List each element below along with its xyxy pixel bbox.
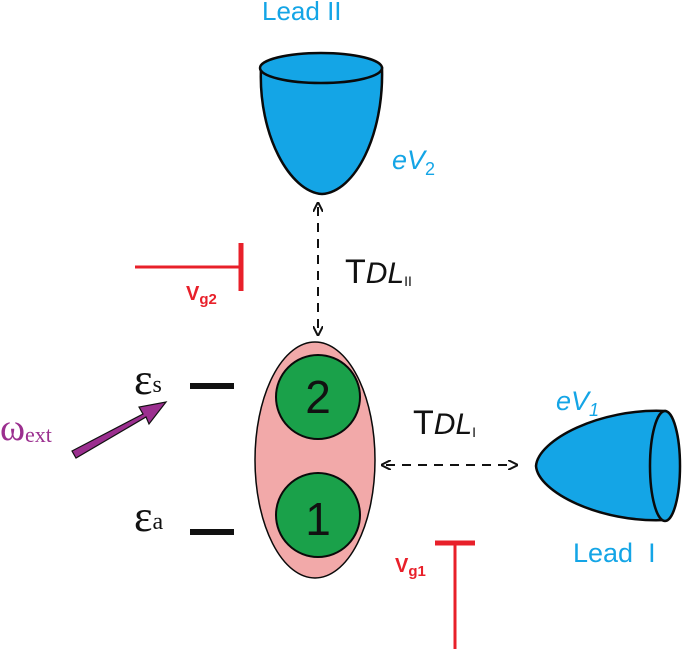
gate-top-label: Vg2: [186, 283, 217, 308]
dot-lower: [275, 472, 361, 558]
level-antisymmetric-label: εa: [134, 492, 163, 541]
lead-top-voltage: eV2: [392, 145, 435, 179]
lead-top-opening: [258, 51, 384, 85]
drive-arrow-icon: [71, 401, 168, 459]
gate-electrode-icon: [135, 243, 244, 291]
gate-bottom-label: Vg1: [395, 555, 426, 580]
gate-electrode-icon: [435, 540, 475, 649]
lead-top: [258, 51, 384, 196]
lead-cone-icon: [534, 409, 667, 522]
lead-right: [534, 409, 682, 523]
lead-cone-icon: [259, 66, 384, 196]
dot-upper-label: 2: [305, 371, 331, 423]
drive-label: ωext: [0, 407, 52, 449]
lead-right-label: Lead I: [573, 538, 656, 568]
level-symmetric-label: εs: [134, 355, 162, 404]
dot-upper: [275, 354, 361, 440]
lead-top-label: Lead II: [262, 0, 342, 26]
tunneling-top-label: TDLII: [345, 253, 412, 291]
lead-right-voltage: eV1: [556, 386, 599, 420]
dot-lower-label: 1: [305, 493, 331, 545]
tunneling-right-label: TDLI: [413, 404, 476, 442]
lead-right-opening: [648, 409, 682, 523]
